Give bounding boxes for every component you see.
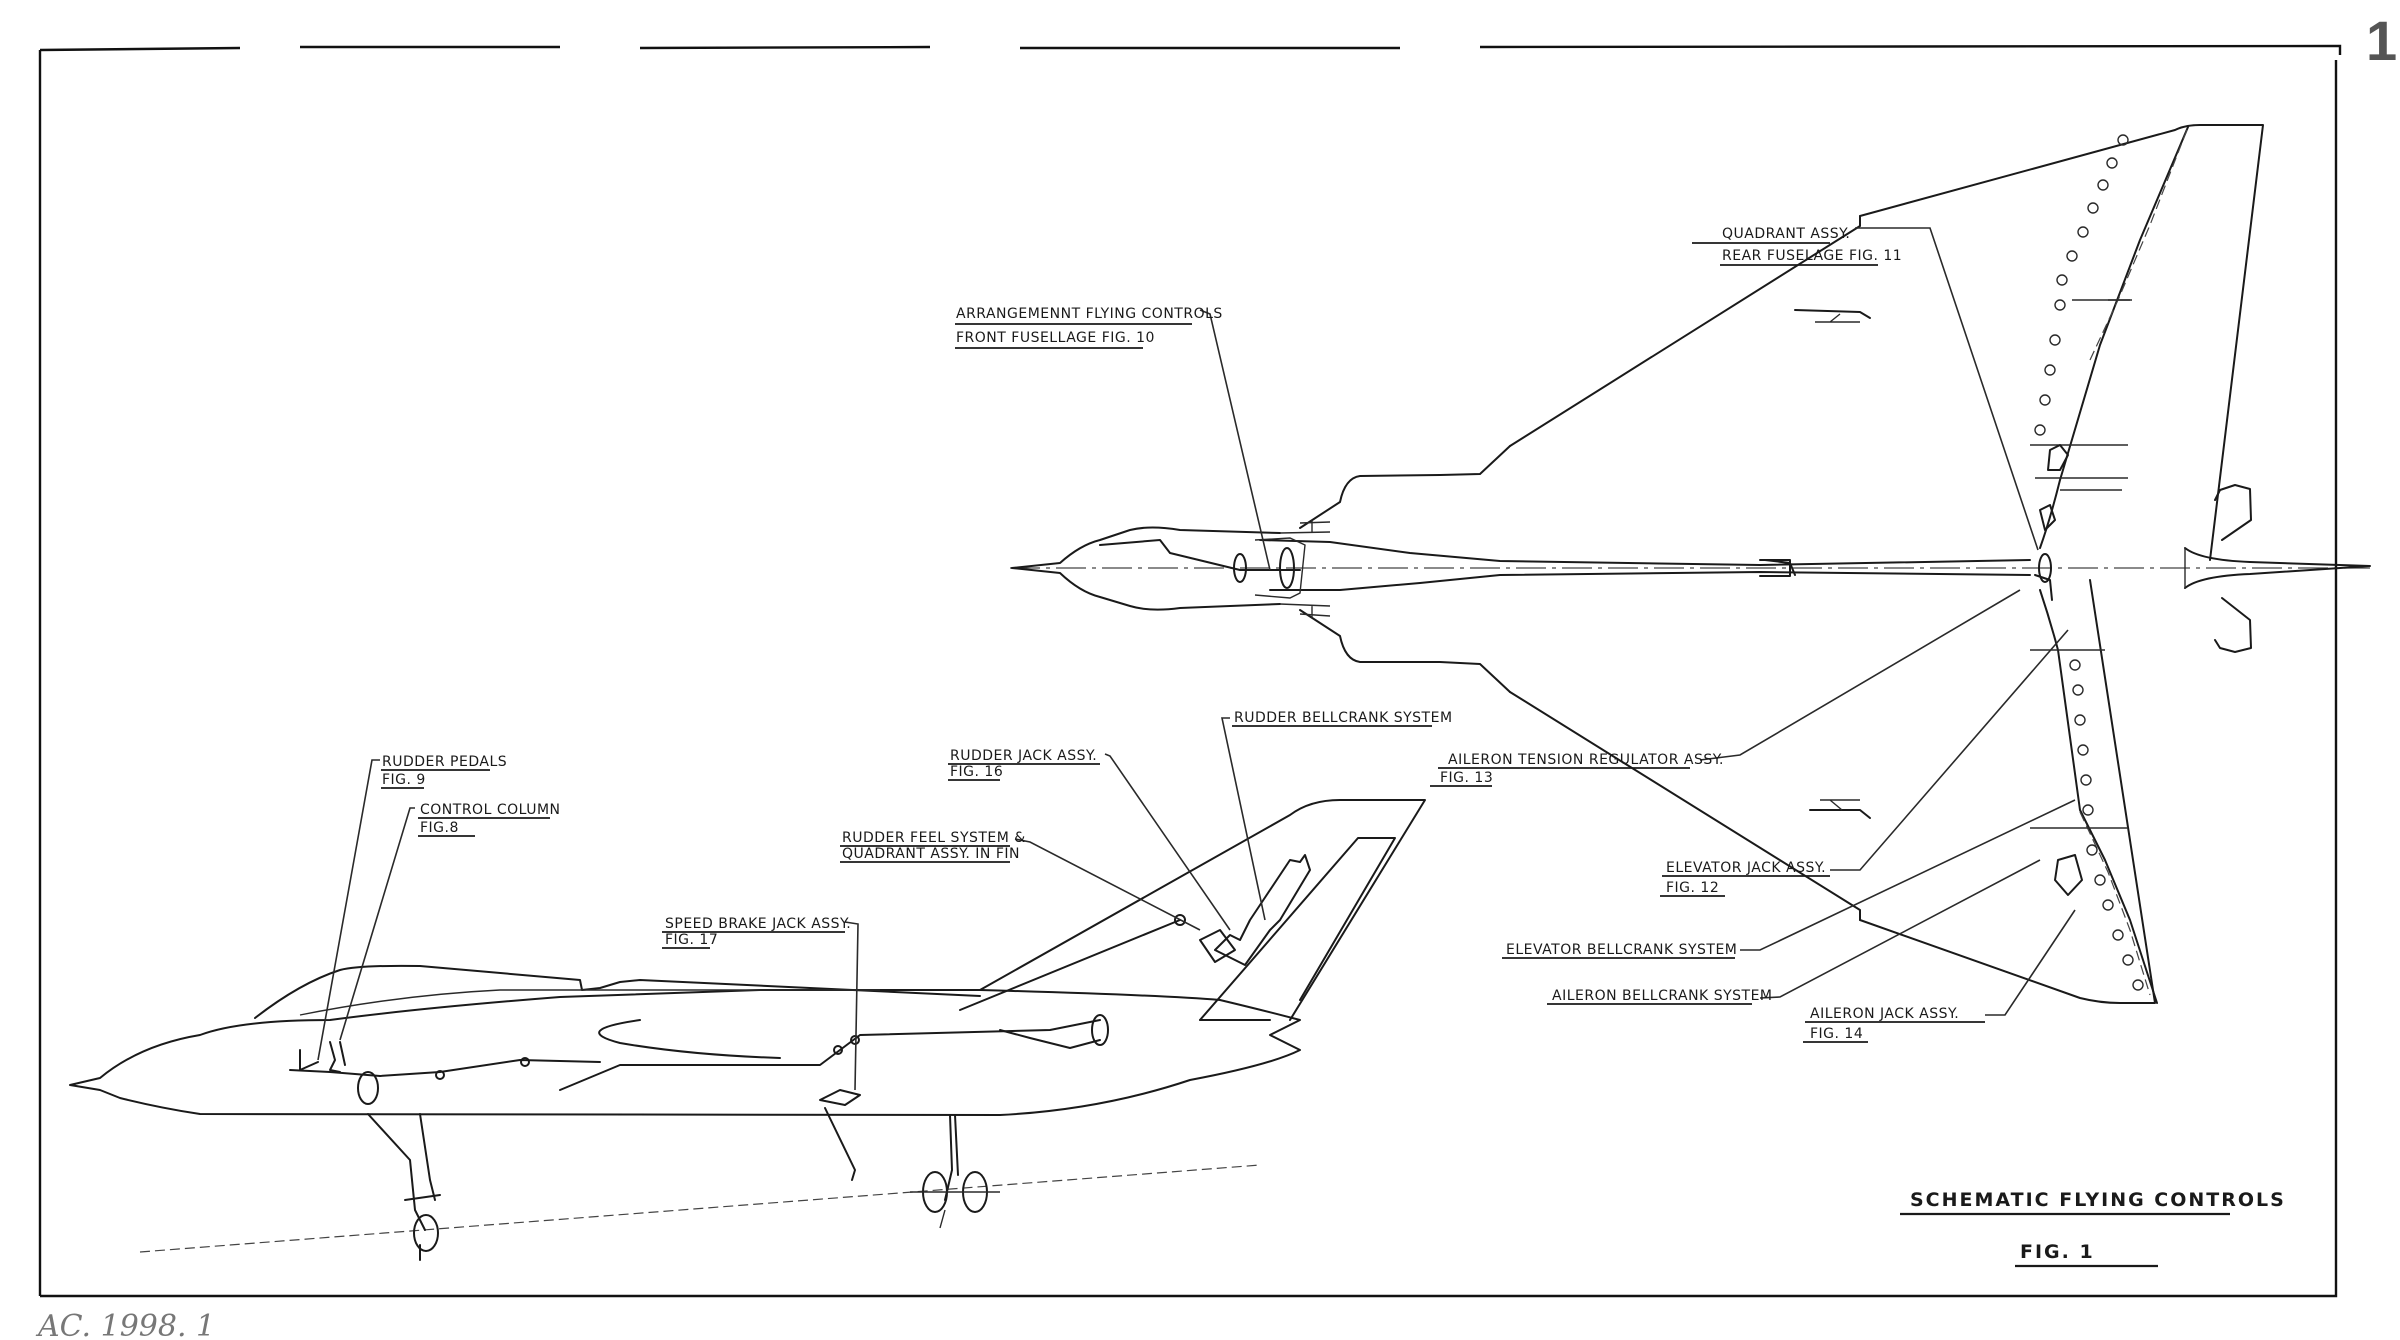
callout-leaders	[317, 227, 2076, 1091]
callout-elevator-jack-line2: FIG. 12	[1666, 880, 1719, 896]
callout-rudder-bellcrank-line1: RUDDER BELLCRANK SYSTEM	[1234, 710, 1453, 726]
callout-rudder-bellcrank: RUDDER BELLCRANK SYSTEM	[1232, 710, 1453, 727]
side-landing-gear	[367, 1089, 1000, 1261]
callout-rudder-feel-system: RUDDER FEEL SYSTEM & QUADRANT ASSY. IN F…	[840, 830, 1026, 863]
plan-view	[1010, 124, 2371, 1004]
drawing-title: SCHEMATIC FLYING CONTROLS	[1910, 1189, 2286, 1211]
callout-quadrant-rear-line1: QUADRANT ASSY.	[1722, 226, 1850, 242]
callout-rudder-jack: RUDDER JACK ASSY. FIG. 16	[948, 748, 1100, 781]
callout-control-column-line2: FIG.8	[420, 820, 459, 836]
plan-control-runs	[1099, 537, 2053, 601]
callout-rudder-feel-line2: QUADRANT ASSY. IN FIN	[842, 846, 1020, 862]
callout-rudder-pedals-line1: RUDDER PEDALS	[382, 754, 507, 770]
callout-control-column: CONTROL COLUMN FIG.8	[418, 802, 561, 837]
callout-rudder-jack-line1: RUDDER JACK ASSY.	[950, 748, 1097, 764]
ground-line	[139, 1164, 1261, 1253]
callout-speed-brake-line2: FIG. 17	[665, 932, 718, 948]
callout-aileron-tension-regulator: AILERON TENSION REGULATOR ASSY. FIG. 13	[1430, 752, 1724, 787]
callout-rudder-feel-line1: RUDDER FEEL SYSTEM &	[842, 830, 1026, 846]
callout-speed-brake-jack: SPEED BRAKE JACK ASSY. FIG. 17	[662, 916, 851, 949]
callout-elevator-bellcrank-line1: ELEVATOR BELLCRANK SYSTEM	[1506, 942, 1737, 958]
callout-rudder-pedals-line2: FIG. 9	[382, 772, 426, 788]
title-block: SCHEMATIC FLYING CONTROLS FIG. 1	[1900, 1189, 2286, 1268]
plan-wing-upper	[1794, 124, 2264, 561]
plan-tail-cone	[2184, 547, 2371, 589]
sheet-number: 1	[2366, 9, 2397, 72]
callout-aileron-jack: AILERON JACK ASSY. FIG. 14	[1803, 1006, 1985, 1043]
callout-elevator-jack: ELEVATOR JACK ASSY. FIG. 12	[1660, 860, 1830, 897]
callout-rudder-jack-line2: FIG. 16	[950, 764, 1003, 780]
callout-front-fuselage: ARRANGEMENNT FLYING CONTROLS FRONT FUSEL…	[955, 306, 1223, 349]
callout-aileron-tension-line2: FIG. 13	[1440, 770, 1493, 786]
callout-elevator-jack-line1: ELEVATOR JACK ASSY.	[1666, 860, 1826, 876]
callout-aileron-bellcrank: AILERON BELLCRANK SYSTEM	[1547, 988, 1773, 1005]
plan-fuselage	[1011, 215, 1861, 921]
callout-aileron-jack-line2: FIG. 14	[1810, 1026, 1863, 1042]
side-view	[69, 799, 1426, 1261]
side-fuselage	[69, 964, 1301, 1116]
callout-aileron-bellcrank-line1: AILERON BELLCRANK SYSTEM	[1552, 988, 1773, 1004]
figure-number: FIG. 1	[2020, 1241, 2095, 1263]
side-fin	[959, 799, 1426, 1021]
callout-quadrant-rear-line2: REAR FUSELAGE FIG. 11	[1722, 248, 1902, 264]
callout-control-column-line1: CONTROL COLUMN	[420, 802, 561, 818]
callout-aileron-jack-line1: AILERON JACK ASSY.	[1810, 1006, 1959, 1022]
callout-front-fuselage-line1: ARRANGEMENNT FLYING CONTROLS	[956, 306, 1223, 322]
sheet-border	[38, 44, 2342, 1298]
callout-quadrant-rear: QUADRANT ASSY. REAR FUSELAGE FIG. 11	[1692, 226, 1902, 266]
callout-aileron-tension-line1: AILERON TENSION REGULATOR ASSY.	[1448, 752, 1724, 768]
callout-front-fuselage-line2: FRONT FUSELLAGE FIG. 10	[956, 330, 1155, 346]
callout-speed-brake-line1: SPEED BRAKE JACK ASSY.	[665, 916, 851, 932]
callout-rudder-pedals: RUDDER PEDALS FIG. 9	[381, 754, 507, 789]
archive-mark: AC. 1998. 1	[35, 1309, 215, 1340]
callout-elevator-bellcrank: ELEVATOR BELLCRANK SYSTEM	[1502, 942, 1737, 959]
plan-wing-lower	[1809, 579, 2252, 1004]
